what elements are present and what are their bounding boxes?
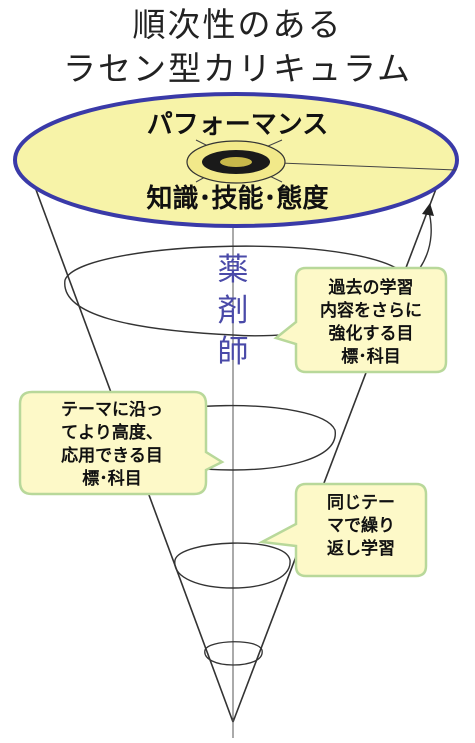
callout-line: てより高度、	[61, 423, 163, 443]
callout-1-shape	[273, 266, 448, 374]
callout-2-text: テーマに沿っ てより高度、 応用できる目 標･科目	[22, 399, 202, 491]
cone-right-edge	[232, 159, 448, 723]
role-label-char: 師	[217, 334, 249, 370]
callout-line: 内容をさらに	[320, 301, 422, 321]
callout-3-shape	[257, 482, 428, 578]
spiral-loop-4	[204, 641, 263, 666]
callout-line: 標･科目	[341, 347, 401, 367]
callout-3-text: 同じテー マで繰り 返し学習	[296, 492, 426, 561]
spiral-arrowhead	[422, 203, 434, 216]
callout-line: 同じテー	[327, 493, 395, 513]
callout-line: 応用できる目	[61, 446, 163, 466]
spiral-loop-3	[174, 542, 291, 589]
callout-line: マで繰り	[327, 516, 395, 536]
role-label-char: 薬	[217, 252, 249, 288]
callout-line: 標･科目	[82, 469, 142, 489]
callout-line: 過去の学習	[328, 278, 414, 298]
callout-line: テーマに沿っ	[61, 400, 163, 420]
callout-1-text: 過去の学習 内容をさらに 強化する目 標･科目	[296, 277, 446, 369]
callout-2-shape	[18, 390, 225, 496]
callout-line: 返し学習	[327, 539, 395, 559]
role-label-char: 剤	[217, 293, 249, 329]
role-label: 薬 剤 師	[213, 250, 253, 373]
title-line-1: 順次性のある	[132, 5, 343, 44]
callout-line: 強化する目	[328, 324, 414, 344]
disk-top-label: パフォーマンス	[146, 110, 329, 140]
disk-center-inner	[220, 157, 252, 167]
disk-bottom-label: 知識･技能･態度	[146, 184, 329, 214]
title-line-2: ラセン型カリキュラム	[62, 49, 412, 88]
disk-spoke-5	[279, 162, 457, 171]
